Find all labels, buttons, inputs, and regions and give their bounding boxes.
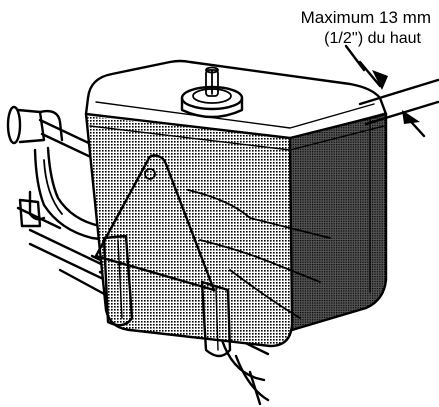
label-leader-line xyxy=(344,44,366,72)
upper-arrow-shaft xyxy=(358,60,382,88)
filler-cap xyxy=(180,66,244,119)
level-dimension-indicator xyxy=(344,44,439,138)
level-extension-line xyxy=(364,100,439,126)
reservoir-tank xyxy=(84,59,388,348)
upper-arrow-head xyxy=(372,70,388,90)
fluid-front xyxy=(86,116,292,346)
front-bracket xyxy=(94,154,232,358)
max-level-label-line2: (1/2'') du haut xyxy=(324,30,421,47)
fluid-side xyxy=(290,112,386,330)
top-extension-line xyxy=(358,78,439,106)
tank-top xyxy=(86,64,386,138)
max-level-label-line1: Maximum 13 mm xyxy=(301,8,431,27)
lower-arrow-head xyxy=(402,110,420,124)
